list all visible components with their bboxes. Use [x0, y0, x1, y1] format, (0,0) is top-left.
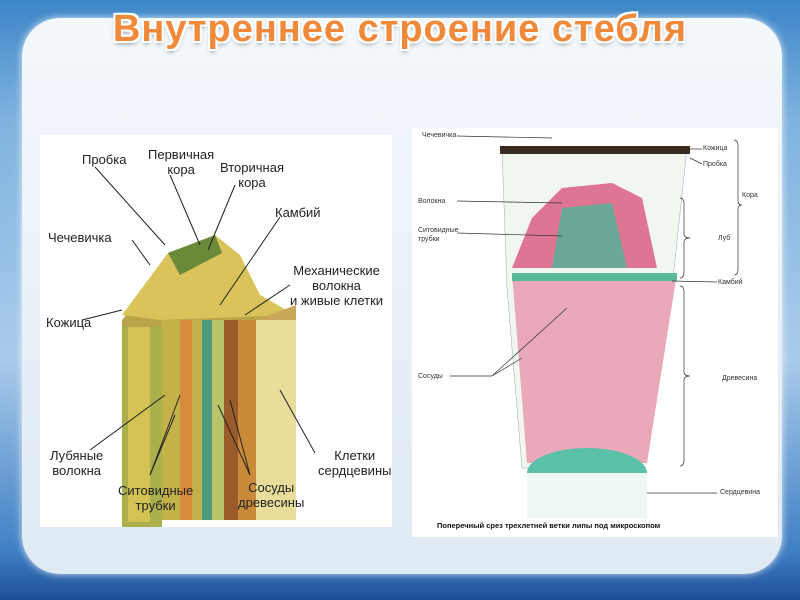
label-line: Клетки	[334, 448, 376, 463]
label-serdtsevina-micro: Сердцевина	[720, 489, 760, 496]
label-line: трубки	[418, 236, 440, 243]
stem-microscope-section	[412, 128, 778, 537]
label-kozhitsa: Кожица	[46, 315, 92, 330]
label-sitovidnye-micro: Ситовидные трубки	[418, 226, 459, 244]
slide-title: Внутреннее строение стебля	[112, 8, 688, 50]
label-probka-micro: Пробка	[703, 161, 727, 168]
label-kambiy-micro: Камбий	[718, 279, 743, 286]
label-volokna-micro: Волокна	[418, 198, 446, 205]
label-line: Ситовидные	[118, 483, 194, 498]
label-drevesina-micro: Древесина	[722, 375, 758, 382]
label-line: Первичная	[148, 147, 215, 162]
label-probka: Пробка	[82, 152, 127, 167]
label-line: Лубяные	[50, 448, 104, 463]
label-chechevichka: Чечевичка	[48, 230, 112, 245]
label-kozhitsa-micro: Кожица	[703, 145, 728, 152]
label-chechevichka-micro: Чечевичка	[422, 132, 457, 139]
label-kora-micro: Кора	[742, 192, 758, 199]
label-line: Вторичная	[220, 160, 284, 175]
label-line: Механические	[293, 263, 380, 278]
label-line: древесины	[238, 495, 305, 510]
label-line: и живые клетки	[290, 293, 384, 308]
label-line: трубки	[135, 498, 176, 513]
label-line: кора	[238, 175, 266, 190]
label-line: кора	[167, 162, 195, 177]
micro-section-illustration	[450, 135, 743, 518]
stem-3d-diagram	[40, 135, 392, 527]
label-line: волокна	[312, 278, 361, 293]
label-line: волокна	[52, 463, 102, 478]
micro-caption: Поперечный срез трехлетней ветки липы по…	[437, 521, 661, 530]
label-line: Сосуды	[248, 480, 295, 495]
label-line: сердцевины	[318, 463, 392, 478]
label-lub-micro: Луб	[718, 235, 731, 242]
stem-block-illustration	[81, 166, 316, 527]
label-line: Ситовидные	[418, 227, 459, 234]
label-sosudy-micro: Сосуды	[418, 373, 443, 380]
label-kambiy: Камбий	[275, 205, 321, 220]
